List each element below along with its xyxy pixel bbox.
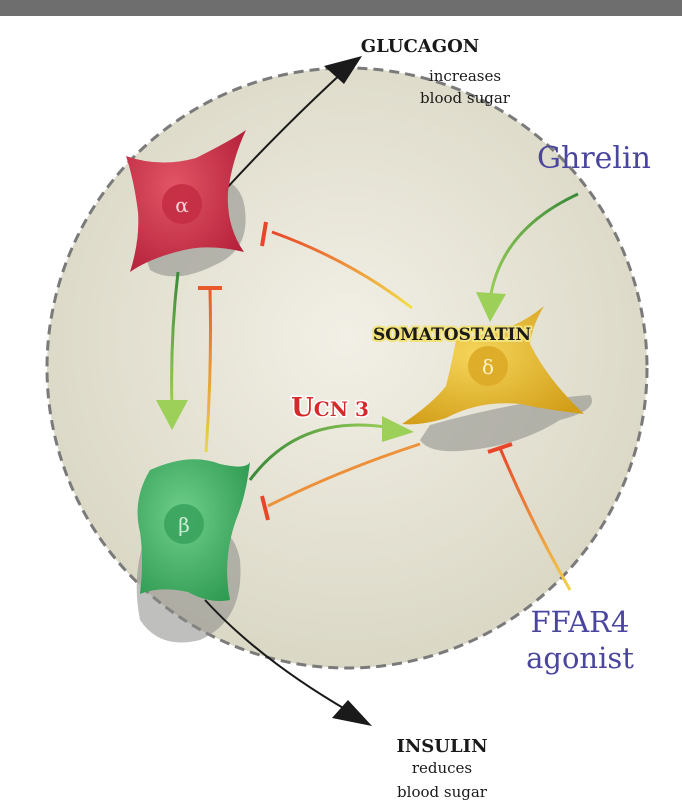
pathway-beta-insulin (204, 599, 372, 726)
delta-cell: δ (402, 306, 584, 425)
beta-cell: β (137, 459, 250, 601)
somatostatin-label: SOMATOSTATIN (373, 325, 531, 345)
ghrelin-label: Ghrelin (537, 141, 651, 176)
alpha-cell: α (126, 130, 246, 272)
delta-symbol: δ (482, 355, 494, 379)
top-bar (0, 0, 682, 16)
alpha-symbol: α (175, 193, 189, 217)
glucagon-label: GLUCAGON (361, 36, 480, 57)
ucn3-rest: CN 3 (314, 397, 369, 421)
islet-diagram: α β δ GLUCAGON increases blood sugar SOM… (45, 36, 651, 801)
ffar4-label-line1: FFAR4 (531, 605, 630, 639)
beta-symbol: β (178, 513, 190, 537)
insulin-label: INSULIN (396, 736, 487, 757)
insulin-effect-line1: reduces (412, 759, 472, 777)
pathway-beta-alpha-inhibits (198, 286, 222, 453)
pathway-delta-alpha-inhibits (260, 221, 413, 310)
insulin-effect-line2: blood sugar (397, 783, 488, 801)
pathway-ghrelin-stimulates (476, 192, 579, 322)
pathway-ffar4-inhibits (487, 442, 572, 591)
pathway-alpha-beta-stimulates (156, 271, 188, 430)
pathway-ucn3-stimulates (248, 416, 414, 481)
ucn3-prefix: U (291, 393, 314, 423)
ucn3-label: UCN 3 (291, 393, 369, 423)
pathway-alpha-glucagon (224, 56, 362, 191)
ffar4-label-line2: agonist (526, 641, 634, 675)
pathway-delta-beta-inhibits (260, 442, 421, 521)
glucagon-effect-line2: blood sugar (420, 89, 511, 107)
glucagon-effect-line1: increases (429, 67, 501, 85)
